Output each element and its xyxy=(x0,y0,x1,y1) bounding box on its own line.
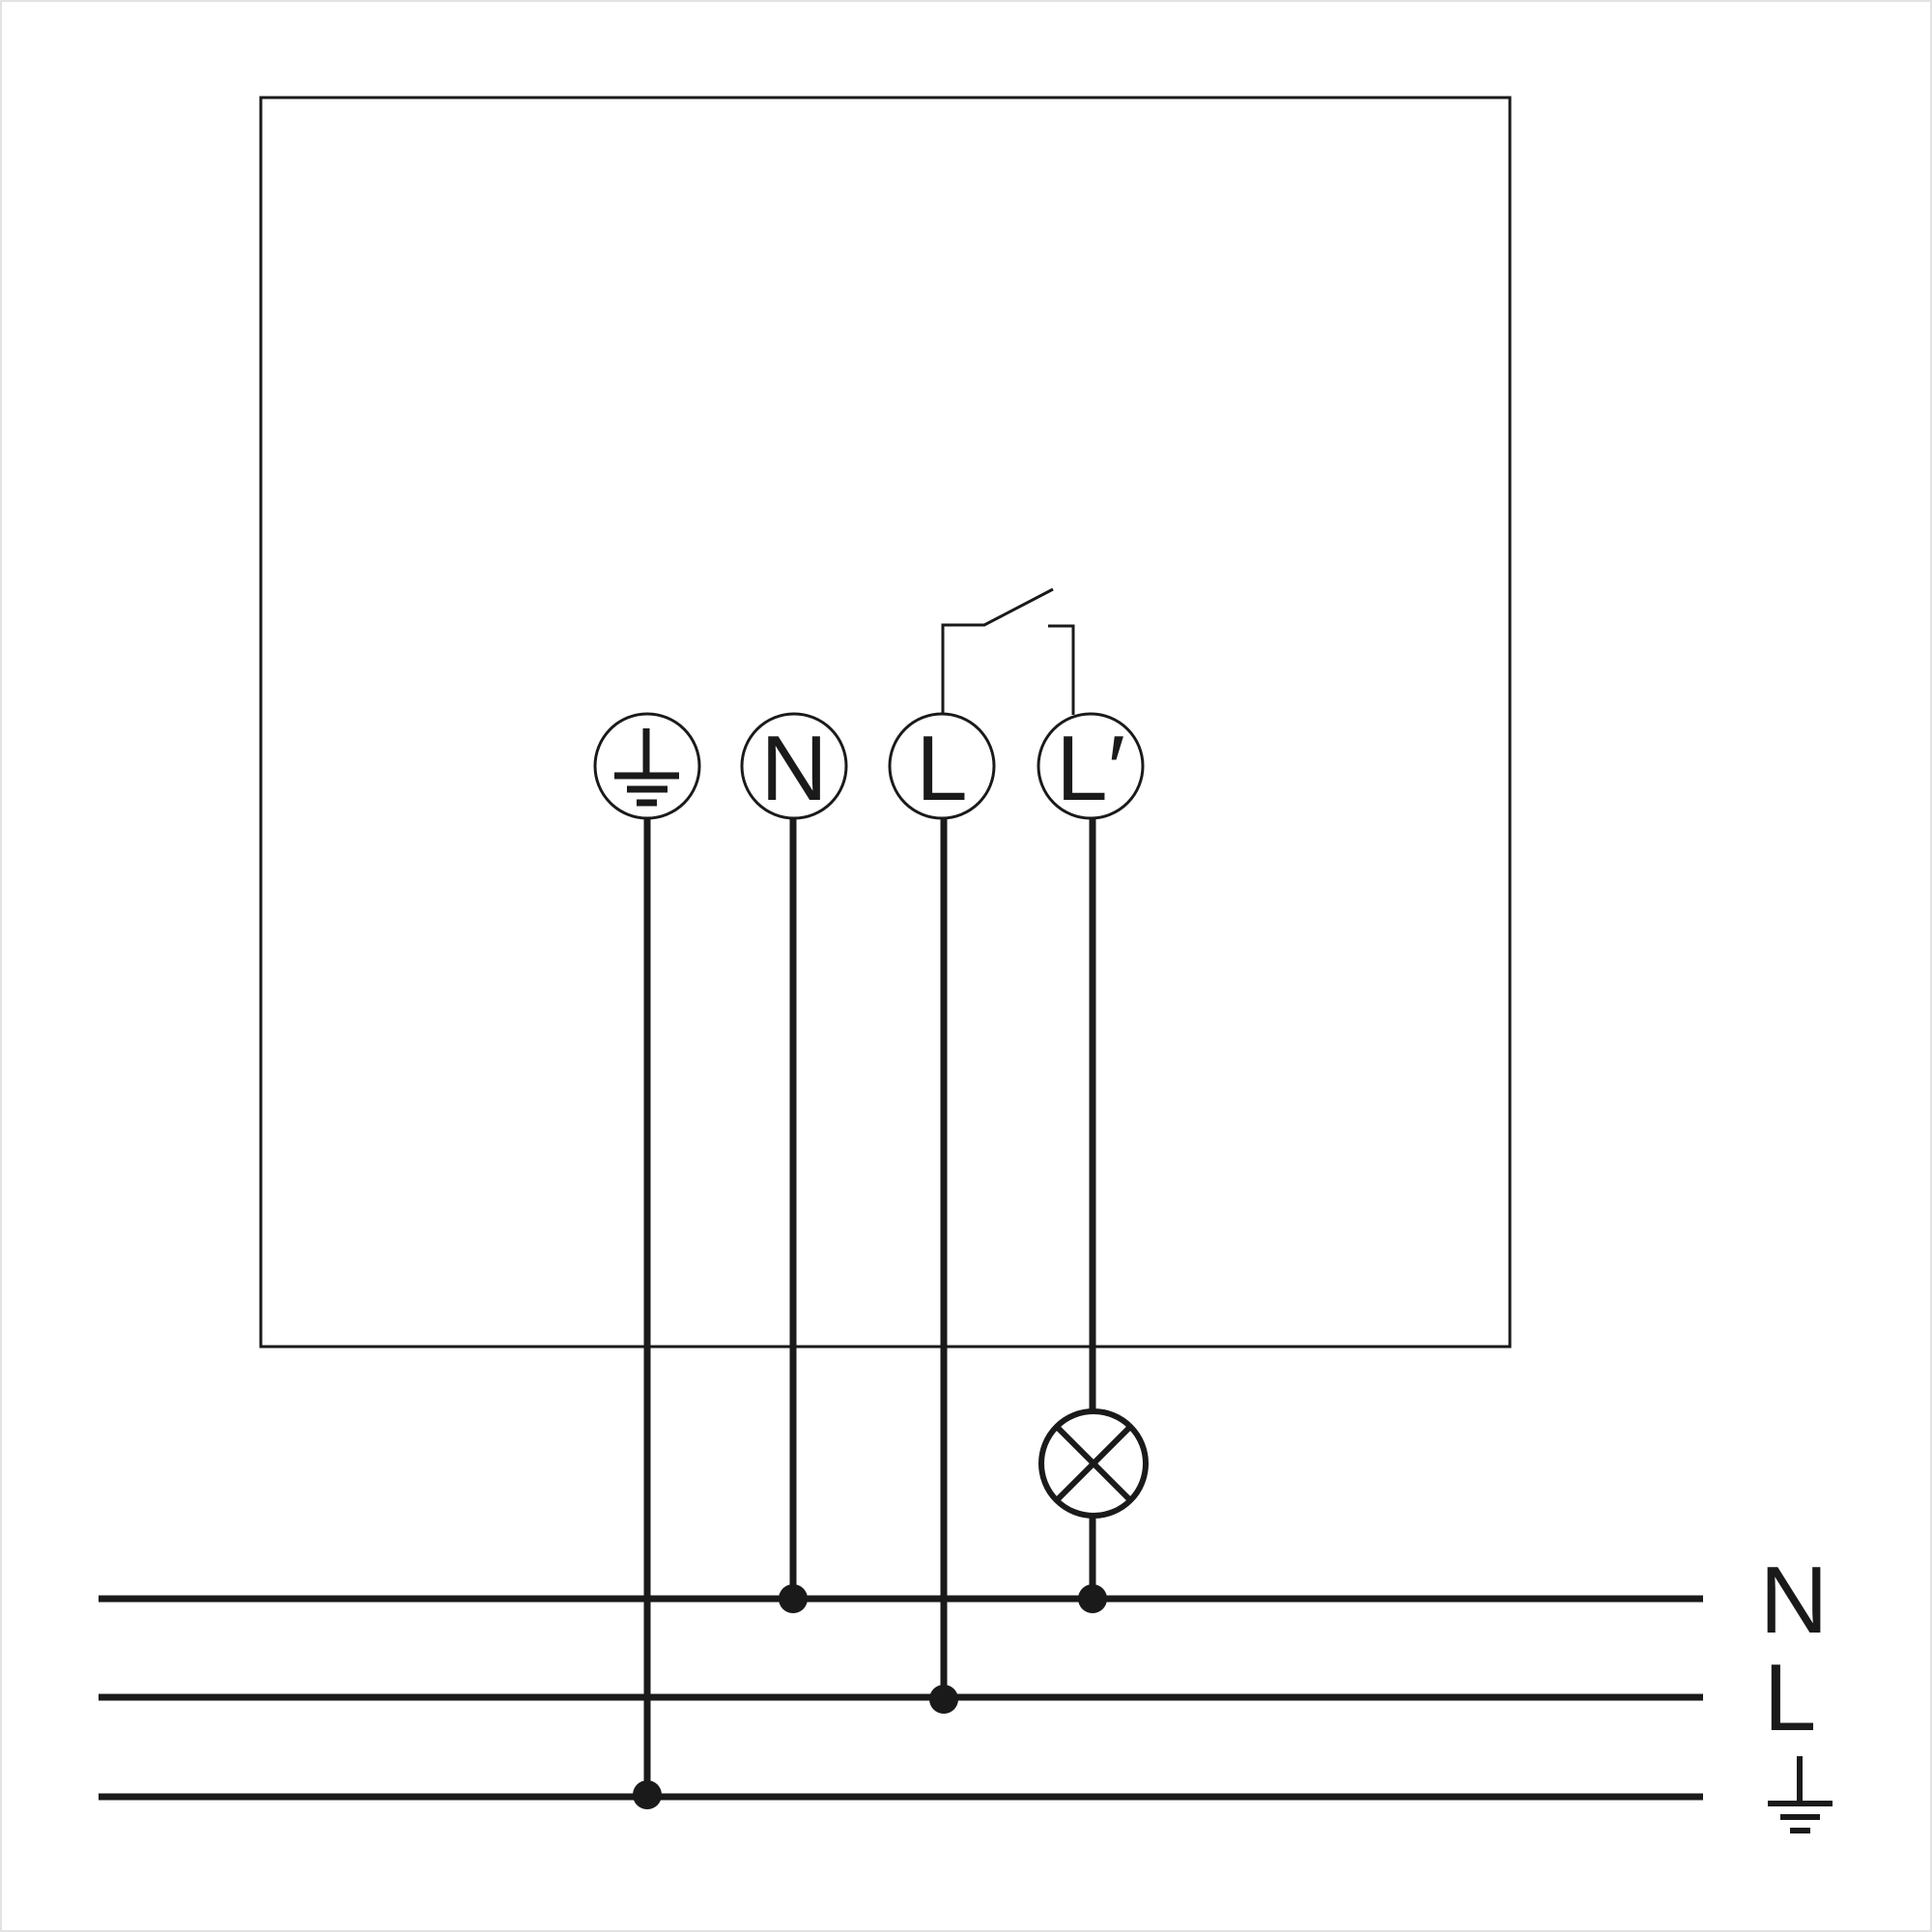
terminal-n: N xyxy=(740,712,848,820)
junction-dot xyxy=(929,1685,958,1714)
junction-dot xyxy=(779,1584,808,1613)
terminal-l-prime: L′ xyxy=(1037,712,1145,820)
device-housing xyxy=(259,96,1512,1349)
lamp-icon xyxy=(1038,1408,1149,1519)
bus-label-pe-ground-icon xyxy=(1768,1756,1833,1833)
terminal-l: L xyxy=(888,712,996,820)
bus-label-n: N xyxy=(1760,1547,1829,1653)
bus-label-l: L xyxy=(1764,1644,1817,1750)
switch-contact-icon xyxy=(941,587,1075,715)
terminal-label-n: N xyxy=(760,717,827,820)
terminal-pe xyxy=(593,712,701,820)
ground-icon xyxy=(614,728,679,807)
junction-dot xyxy=(1078,1584,1107,1613)
junction-dot xyxy=(633,1780,662,1809)
terminal-label-l: L xyxy=(916,717,967,820)
terminal-label-l-prime: L′ xyxy=(1056,717,1124,820)
